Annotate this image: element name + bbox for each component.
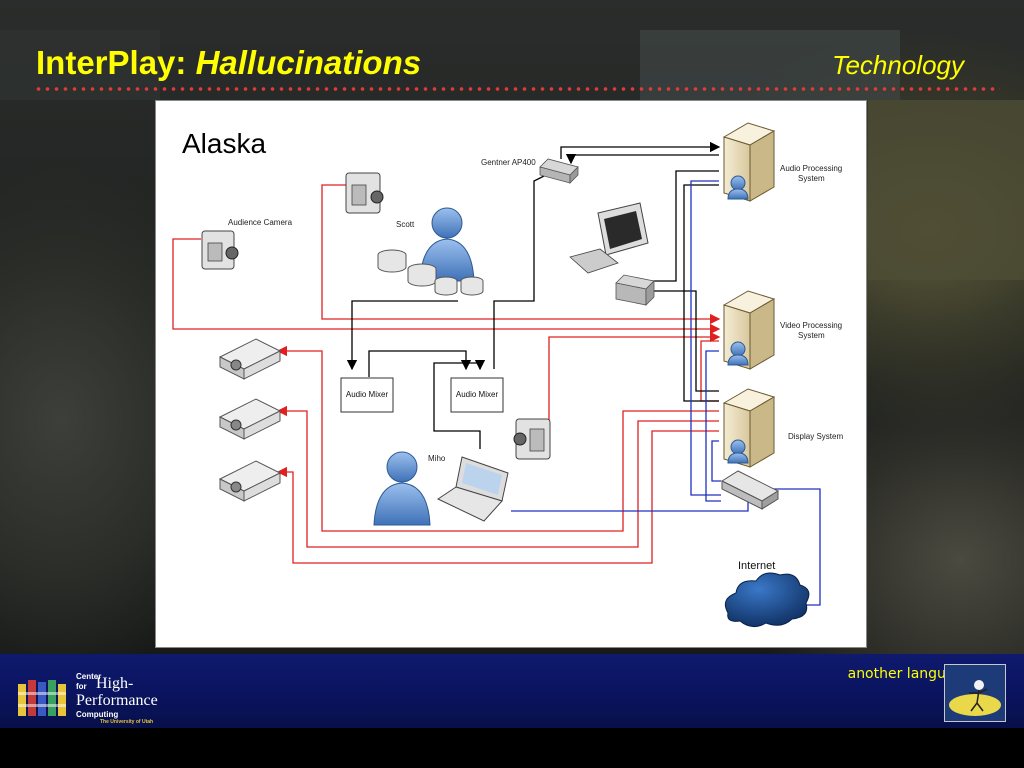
network-switch-icon: [720, 470, 780, 510]
location-label: Alaska: [182, 128, 266, 159]
title-main: InterPlay:: [36, 44, 196, 81]
chpc-logo-icon: [18, 680, 66, 716]
video-processing-server-icon: [722, 290, 776, 370]
audio-processing-label: Audio Processing System: [780, 164, 845, 183]
logo-line6: The University of Utah: [100, 719, 154, 725]
miho-person-icon: [373, 451, 431, 526]
logo-line4: Performance: [76, 692, 158, 709]
monitor-icon: [569, 202, 649, 274]
audio-mixer-2: Audio Mixer: [450, 377, 504, 413]
internet-label: Internet: [738, 560, 775, 572]
audio-mixer-1: Audio Mixer: [340, 377, 394, 413]
audience-camera-icon: [201, 230, 239, 270]
audience-camera-label: Audience Camera: [228, 218, 293, 227]
audio-mixer-1-label: Audio Mixer: [346, 390, 389, 399]
logo-line1: Center: [76, 672, 102, 681]
logo-line2: for: [76, 682, 87, 691]
footer-bar: [0, 654, 1024, 728]
chpc-logo: Center for High- Performance Computing T…: [16, 672, 186, 725]
projector-icon: [218, 338, 282, 380]
gentner-label: Gentner AP400: [481, 158, 536, 167]
another-language-logo-icon: [945, 665, 1005, 721]
projector-icon: [218, 398, 282, 440]
projector-icon: [218, 460, 282, 502]
section-label: Technology: [831, 50, 964, 80]
another-language-logo: [944, 664, 1006, 722]
microphone-icons: [377, 249, 484, 296]
display-system-server-icon: [722, 388, 776, 468]
logo-line3: High-: [96, 675, 134, 692]
internet-cloud-icon: [724, 572, 810, 627]
tagline: another language: [847, 666, 972, 682]
background-shape: [868, 100, 1024, 280]
laptop-icon: [436, 456, 509, 522]
display-system-label: Display System: [788, 432, 843, 441]
dotted-divider: [34, 86, 1000, 92]
capture-device-icon: [615, 274, 655, 306]
data-wires: [511, 180, 821, 606]
footer-bottom: [0, 728, 1024, 768]
audio-wires: [346, 141, 721, 449]
audio-mixer-2-label: Audio Mixer: [456, 390, 499, 399]
network-diagram: Alaska: [155, 100, 867, 648]
audio-processing-server-icon: [722, 122, 776, 202]
scott-label: Scott: [396, 220, 415, 229]
miho-label: Miho: [428, 454, 446, 463]
logo-line5: Computing: [76, 710, 119, 719]
miho-camera-icon: [513, 418, 551, 460]
gentner-device-icon: [539, 158, 579, 184]
slide-title: InterPlay: Hallucinations: [36, 44, 421, 82]
title-italic: Hallucinations: [195, 44, 422, 81]
diagram-svg: Alaska: [172, 122, 845, 627]
video-processing-label: Video Processing System: [780, 321, 844, 340]
scott-camera-icon: [345, 172, 384, 214]
